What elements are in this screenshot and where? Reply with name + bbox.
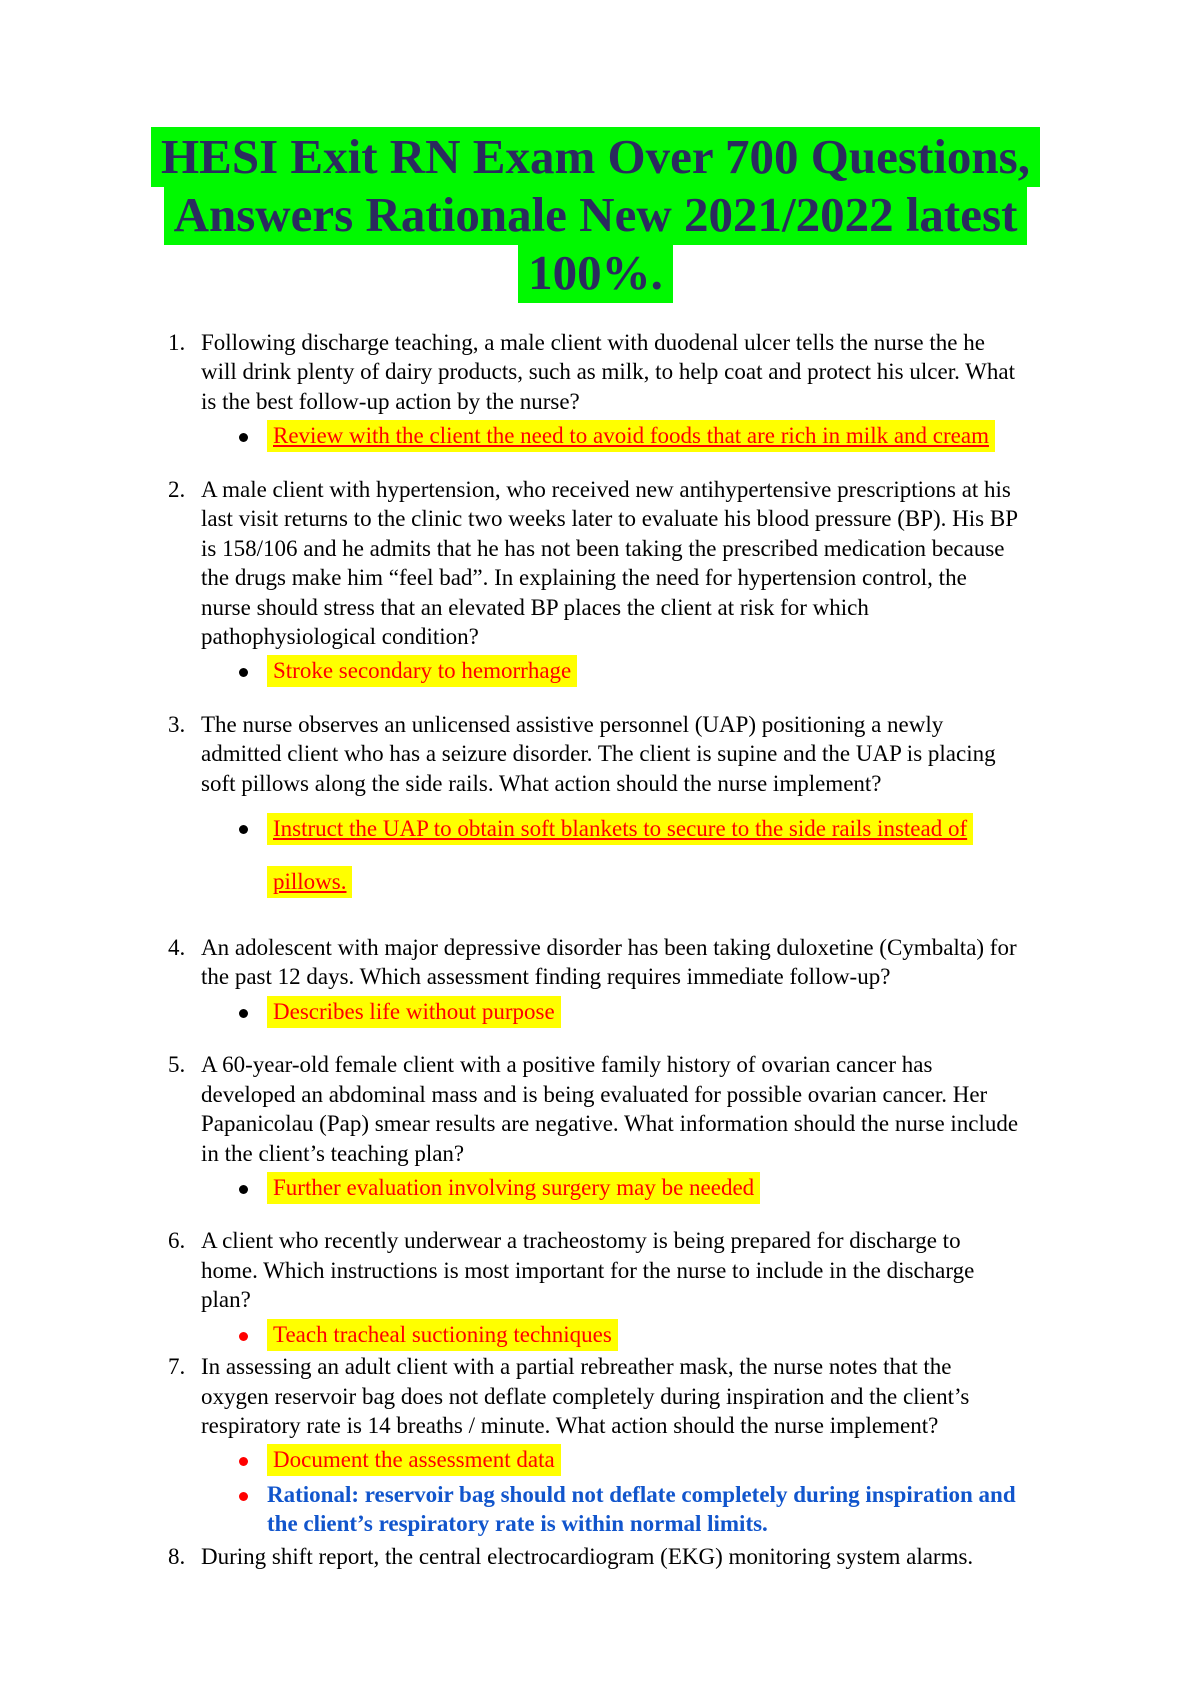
answer-item: Teach tracheal suctioning techniques	[201, 1318, 1021, 1352]
answer-item: Document the assessment data	[201, 1443, 1021, 1477]
answer-list: Stroke secondary to hemorrhage	[201, 654, 1021, 688]
answer-item: Further evaluation involving surgery may…	[201, 1171, 1021, 1205]
question-item-4: 4. An adolescent with major depressive d…	[168, 933, 1021, 1029]
question-body: A 60-year-old female client with a posit…	[201, 1050, 1021, 1205]
question-item-2: 2. A male client with hypertension, who …	[168, 475, 1021, 689]
answer-item: Describes life without purpose	[201, 995, 1021, 1029]
question-body: A client who recently underwear a trache…	[201, 1226, 1021, 1352]
question-item-1: 1. Following discharge teaching, a male …	[168, 328, 1021, 454]
answer-text: Stroke secondary to hemorrhage	[267, 655, 578, 688]
answer-text: Describes life without purpose	[267, 995, 561, 1028]
bullet-icon	[239, 1331, 248, 1341]
title-line-3: 100%.	[518, 243, 673, 303]
question-item-8: 8. During shift report, the central elec…	[168, 1542, 1021, 1571]
question-item-5: 5. A 60-year-old female client with a po…	[168, 1050, 1021, 1205]
question-text: In assessing an adult client with a part…	[201, 1354, 970, 1439]
question-number: 2.	[168, 476, 186, 502]
question-text: The nurse observes an unlicensed assisti…	[201, 711, 996, 796]
question-item-7: 7. In assessing an adult client with a p…	[168, 1352, 1021, 1542]
bullet-icon	[239, 433, 248, 443]
question-text: During shift report, the central electro…	[201, 1543, 974, 1569]
question-text: An adolescent with major depressive diso…	[201, 934, 1017, 990]
answer-item: Stroke secondary to hemorrhage	[201, 654, 1021, 688]
question-text: A male client with hypertension, who rec…	[201, 476, 1018, 649]
answer-item: Instruct the UAP to obtain soft blankets…	[201, 801, 1021, 912]
answer-list: Instruct the UAP to obtain soft blankets…	[201, 801, 1021, 912]
answer-text: Further evaluation involving surgery may…	[267, 1171, 761, 1204]
question-body: The nurse observes an unlicensed assisti…	[201, 710, 1021, 912]
question-number: 3.	[168, 711, 186, 737]
question-text: Following discharge teaching, a male cli…	[201, 330, 1015, 414]
title-line-1: HESI Exit RN Exam Over 700 Questions,	[151, 127, 1040, 187]
rationale-text: Rational: reservoir bag should not defla…	[267, 1481, 1016, 1537]
question-list: 1. Following discharge teaching, a male …	[168, 328, 1021, 1571]
document-title: HESI Exit RN Exam Over 700 Questions, An…	[100, 127, 1091, 303]
answer-text: Review with the client the need to avoid…	[267, 420, 995, 453]
bullet-icon	[239, 1491, 248, 1501]
answer-list: Document the assessment data Rational: r…	[201, 1443, 1021, 1541]
answer-list: Describes life without purpose	[201, 995, 1021, 1029]
answer-text: Document the assessment data	[267, 1444, 561, 1477]
question-text: A 60-year-old female client with a posit…	[201, 1052, 1019, 1166]
question-number: 7.	[168, 1354, 186, 1380]
answer-rationale-item: Rational: reservoir bag should not defla…	[201, 1478, 1021, 1542]
bullet-icon	[239, 825, 248, 835]
question-body: Following discharge teaching, a male cli…	[201, 328, 1021, 454]
question-number: 1.	[168, 330, 186, 355]
answer-list: Review with the client the need to avoid…	[201, 419, 1021, 453]
bullet-icon	[239, 668, 248, 678]
bullet-icon	[239, 1184, 248, 1194]
question-number: 5.	[168, 1052, 186, 1078]
answer-list: Teach tracheal suctioning techniques	[201, 1318, 1021, 1352]
question-item-3: 3. The nurse observes an unlicensed assi…	[168, 710, 1021, 912]
title-line-2: Answers Rationale New 2021/2022 latest	[163, 185, 1028, 245]
question-body: In assessing an adult client with a part…	[201, 1352, 1021, 1542]
document-body: 1. Following discharge teaching, a male …	[168, 328, 1021, 1571]
question-item-6: 6. A client who recently underwear a tra…	[168, 1226, 1021, 1352]
answer-text: Instruct the UAP to obtain soft blankets…	[267, 813, 974, 899]
question-number: 6.	[168, 1228, 186, 1254]
question-number: 8.	[168, 1543, 186, 1569]
answer-text: Teach tracheal suctioning techniques	[267, 1318, 618, 1351]
question-body: An adolescent with major depressive diso…	[201, 933, 1021, 1029]
question-text: A client who recently underwear a trache…	[201, 1228, 975, 1313]
question-body: During shift report, the central electro…	[201, 1542, 1021, 1571]
question-body: A male client with hypertension, who rec…	[201, 475, 1021, 689]
bullet-icon	[239, 1457, 248, 1467]
answer-item: Review with the client the need to avoid…	[201, 419, 1021, 453]
question-number: 4.	[168, 934, 186, 960]
answer-list: Further evaluation involving surgery may…	[201, 1171, 1021, 1205]
bullet-icon	[239, 1008, 248, 1018]
